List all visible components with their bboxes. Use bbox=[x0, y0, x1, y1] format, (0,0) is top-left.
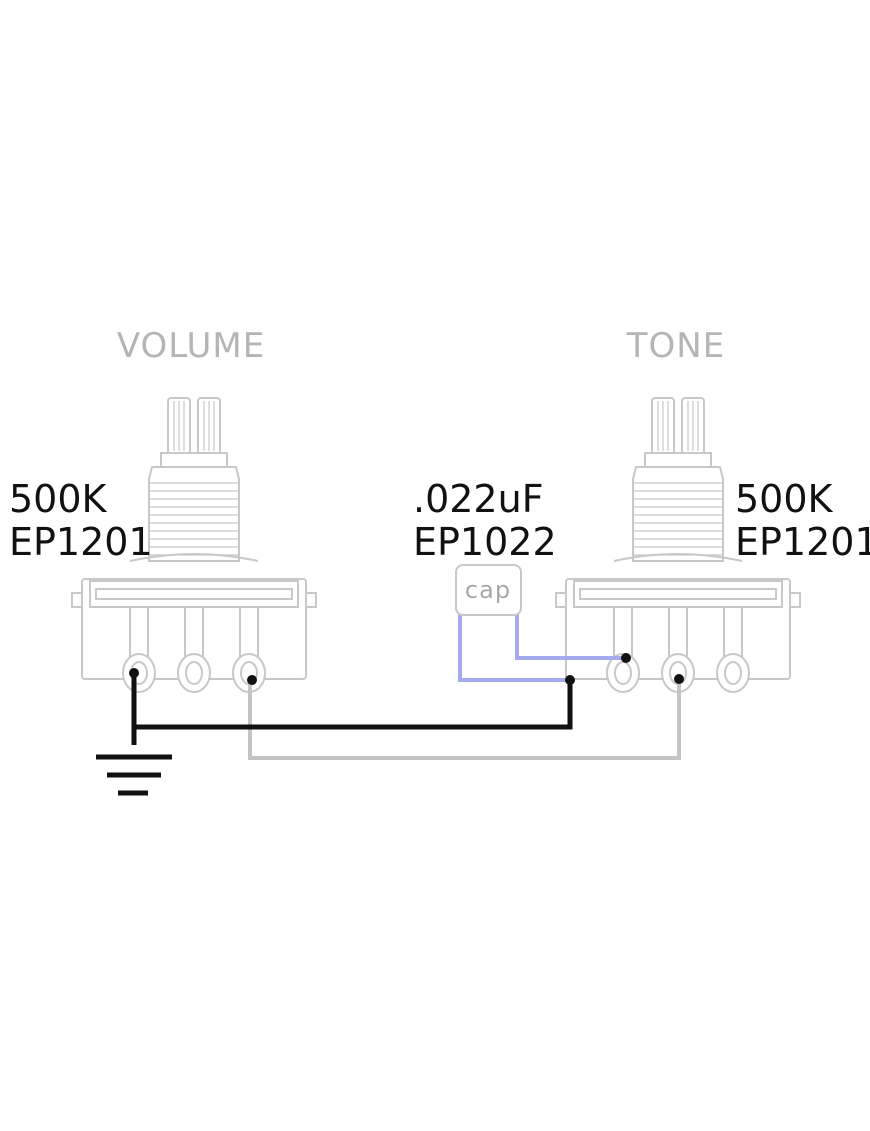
volume-part-number: EP1201 bbox=[9, 520, 153, 564]
tone-part-number: EP1201 bbox=[735, 520, 870, 564]
signal-wire bbox=[248, 680, 681, 760]
solder-joint-tone-lug1 bbox=[621, 653, 631, 663]
solder-joint-tone-wiper bbox=[674, 674, 684, 684]
solder-joint-volume-lug1 bbox=[129, 668, 139, 678]
ground-symbol-icon bbox=[96, 754, 172, 796]
capacitor-part-number: EP1022 bbox=[413, 520, 557, 564]
capacitor-value: .022uF bbox=[413, 477, 544, 521]
volume-title: VOLUME bbox=[117, 326, 265, 366]
tone-title: TONE bbox=[626, 326, 725, 366]
solder-joint-cap-ground bbox=[565, 675, 575, 685]
capacitor-body-label: cap bbox=[465, 576, 511, 604]
tone-value: 500K bbox=[735, 477, 834, 521]
capacitor-lead-right bbox=[515, 614, 626, 660]
volume-value: 500K bbox=[9, 477, 108, 521]
solder-joint-volume-lug3 bbox=[247, 675, 257, 685]
capacitor-body bbox=[455, 564, 522, 616]
capacitor-lead-left bbox=[458, 614, 570, 682]
ground-bus-wire bbox=[134, 679, 573, 730]
